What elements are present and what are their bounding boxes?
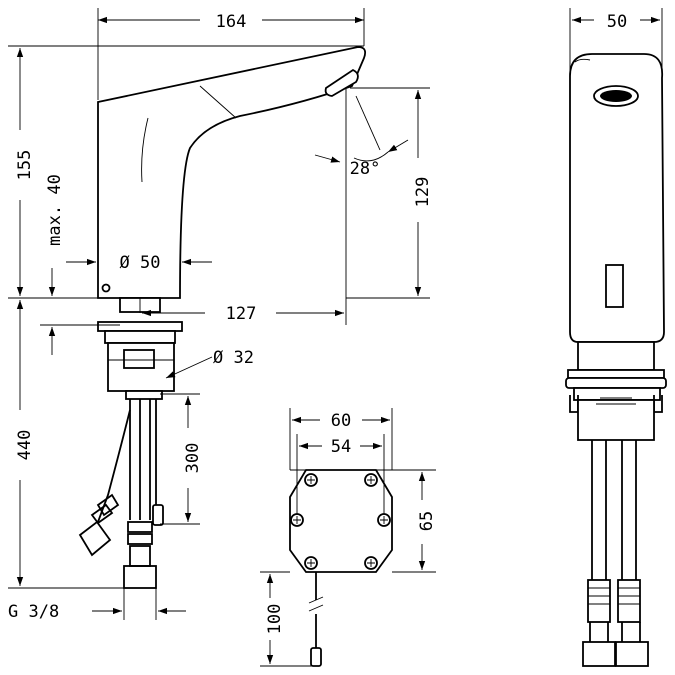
label-60: 60	[331, 411, 351, 431]
dimension-dia-50: Ø 50	[66, 253, 212, 273]
dimension-65: 65	[392, 469, 437, 573]
dimension-thread: G 3/8	[8, 588, 186, 622]
dimension-60: 60	[289, 408, 393, 470]
label-300: 300	[183, 443, 203, 474]
label-440: 440	[15, 430, 35, 461]
break-symbol	[308, 596, 324, 612]
dimension-164: 164	[97, 8, 365, 100]
dimension-54: 54	[296, 434, 385, 514]
label-164: 164	[216, 12, 247, 32]
label-max-40: max. 40	[45, 174, 65, 246]
faucet-front-view	[565, 53, 667, 667]
label-54: 54	[331, 437, 351, 457]
dimension-arrow	[314, 154, 341, 163]
control-box	[289, 469, 393, 667]
label-dia-50: Ø 50	[120, 253, 161, 273]
faucet-side-view	[78, 46, 367, 589]
cross-screw	[290, 473, 391, 570]
dimension-127: 127	[139, 88, 347, 325]
label-129: 129	[413, 177, 433, 208]
dimension-50-front: 50	[569, 8, 663, 72]
label-50-front: 50	[607, 12, 627, 32]
dimension-155: 155	[8, 45, 364, 299]
dimension-angle-28: 28°	[314, 95, 409, 179]
dimension-100: 100	[260, 571, 312, 667]
dimension-arrow	[165, 356, 213, 379]
label-g-3-8: G 3/8	[8, 602, 59, 622]
label-155: 155	[15, 150, 35, 181]
dimension-max-40: max. 40	[40, 174, 120, 355]
dimension-arrow	[387, 139, 409, 153]
dimension-440: 440	[8, 300, 125, 589]
label-127: 127	[226, 304, 257, 324]
label-28-degrees: 28°	[350, 159, 381, 179]
label-65: 65	[417, 511, 437, 531]
label-100: 100	[265, 604, 285, 635]
dimension-300: 300	[160, 393, 203, 525]
label-dia-32: Ø 32	[213, 348, 254, 368]
dimension-dia-32: Ø 32	[165, 348, 254, 379]
dimension-129: 129	[346, 87, 433, 299]
